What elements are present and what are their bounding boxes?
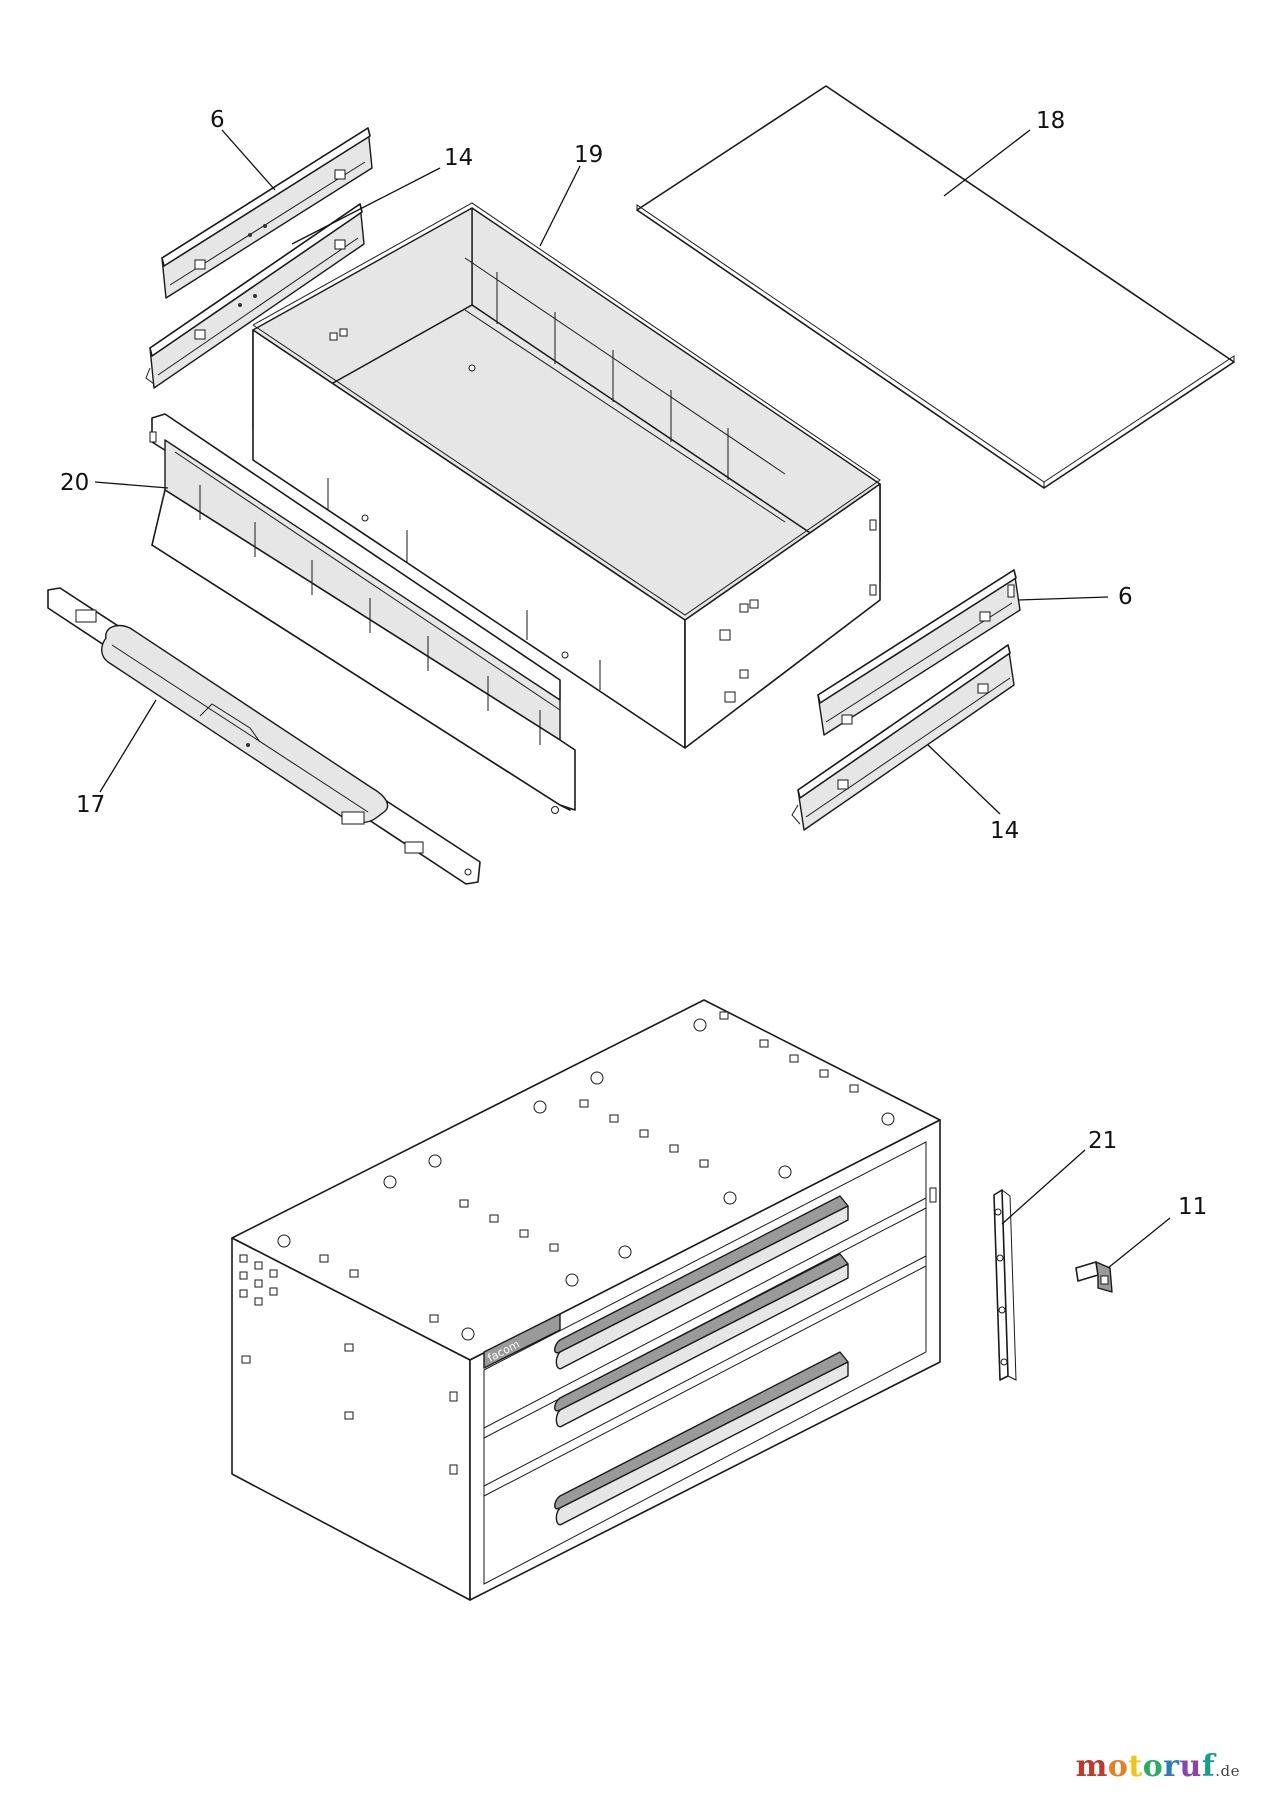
part-6-slide-rail-right bbox=[817, 569, 1021, 736]
callout-21: 21 bbox=[1088, 1128, 1117, 1154]
part-21-side-strip bbox=[993, 1189, 1017, 1381]
callout-6-right: 6 bbox=[1118, 584, 1133, 610]
part-6-slide-rail-upper bbox=[161, 127, 373, 299]
part-14-slide-rail-upper bbox=[145, 203, 365, 389]
callout-6-upper: 6 bbox=[210, 107, 225, 133]
callout-17: 17 bbox=[76, 792, 105, 818]
assembled-cabinet: facom bbox=[231, 999, 941, 1601]
watermark-logo: motoruf.de bbox=[1075, 1749, 1240, 1784]
part-18-mat bbox=[636, 85, 1235, 489]
callout-19: 19 bbox=[574, 142, 603, 168]
callout-11: 11 bbox=[1178, 1194, 1207, 1220]
part-20-front-frame bbox=[149, 413, 576, 814]
callout-14-right: 14 bbox=[990, 818, 1019, 844]
callout-18: 18 bbox=[1036, 108, 1065, 134]
part-17-handle bbox=[47, 587, 481, 885]
part-11-lock bbox=[1075, 1261, 1113, 1293]
callout-14-upper: 14 bbox=[444, 145, 473, 171]
part-19-drawer-box bbox=[252, 202, 881, 749]
part-14-slide-rail-right bbox=[791, 644, 1015, 831]
callout-20: 20 bbox=[60, 470, 89, 496]
leader-lines bbox=[94, 129, 1171, 1269]
